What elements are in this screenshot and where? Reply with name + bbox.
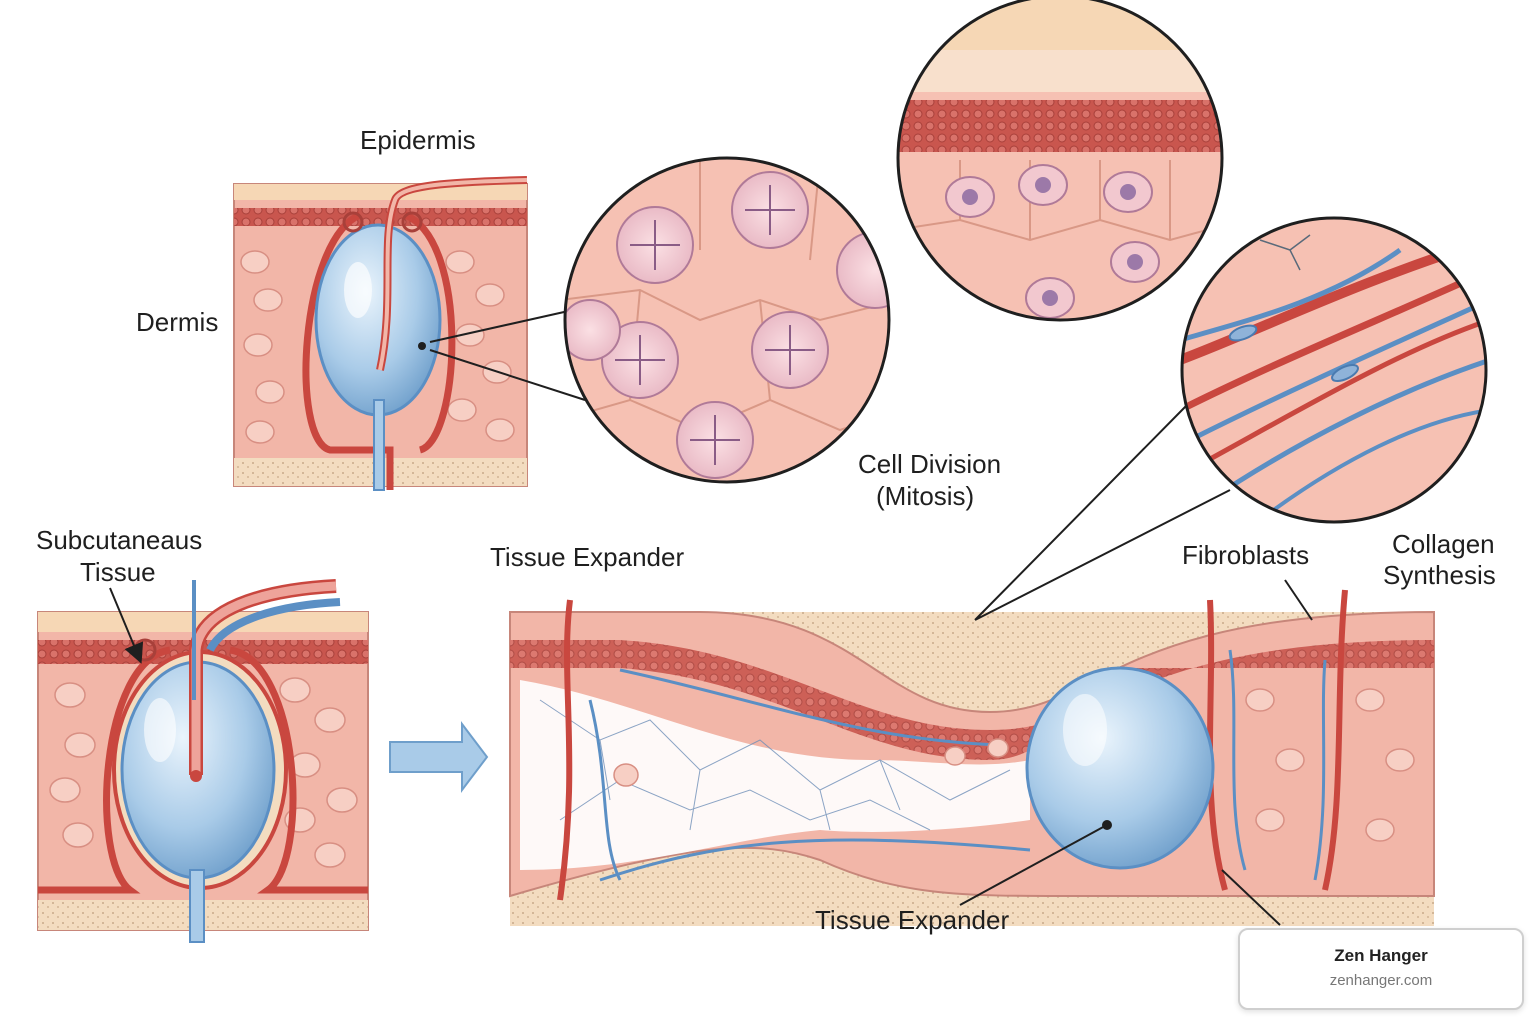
watermark-badge[interactable]: Zen Hanger zenhanger.com <box>1238 928 1524 1010</box>
label-subcutaneous-line1: Subcutaneaus <box>36 525 202 555</box>
label-cell-division-line1: Cell Division <box>858 449 1001 479</box>
label-tissue-expander-top: Tissue Expander <box>490 542 684 572</box>
leader-lines <box>109 579 1313 926</box>
label-tissue-expander-bottom: Tissue Expander <box>815 905 1009 935</box>
label-cell-division-line2: (Mitosis) <box>876 481 974 511</box>
watermark-brand-url: zenhanger.com <box>1329 972 1433 989</box>
label-fibroblasts: Fibroblasts <box>1182 540 1309 570</box>
magnified-epidermis <box>896 0 1224 322</box>
label-subcutaneous-line2: Tissue <box>80 557 156 587</box>
label-collagen-line1: Collagen <box>1392 529 1495 559</box>
label-collagen-line2: Synthesis <box>1383 560 1496 590</box>
stretched-skin-section <box>509 589 1435 926</box>
magnified-collagen-fibroblasts <box>974 216 1488 621</box>
label-epidermis: Epidermis <box>360 125 476 155</box>
skin-section-initial <box>233 176 528 491</box>
label-dermis: Dermis <box>136 307 218 337</box>
skin-section-inflated <box>37 579 369 943</box>
magnified-cell-division <box>429 156 891 484</box>
watermark-brand-name: Zen Hanger <box>1334 946 1428 965</box>
progression-arrow <box>389 721 489 793</box>
